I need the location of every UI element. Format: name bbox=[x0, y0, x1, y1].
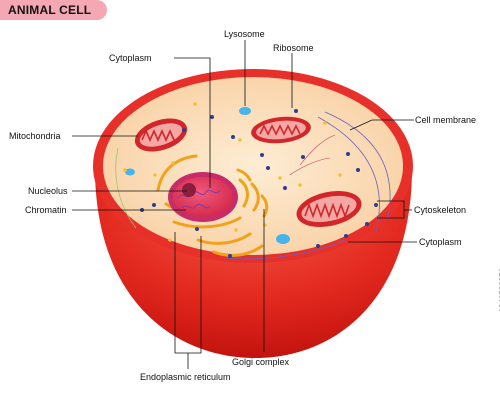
nucleus bbox=[168, 172, 238, 222]
mitochondrion-top bbox=[251, 116, 311, 144]
cytoskeleton-filament bbox=[225, 239, 346, 260]
chromatin bbox=[177, 189, 221, 209]
ribosomes bbox=[140, 109, 378, 258]
cytoskeleton-filament bbox=[317, 116, 380, 233]
lysosome bbox=[239, 107, 251, 115]
title-banner bbox=[0, 0, 107, 20]
lysosome bbox=[125, 168, 135, 176]
label-cytoplasm-right: Cytoplasm bbox=[419, 237, 462, 247]
mitochondrion-left bbox=[134, 118, 188, 152]
label-ribosome: Ribosome bbox=[273, 43, 314, 53]
cytoplasm-surface bbox=[103, 77, 403, 255]
mitochondrion-right bbox=[296, 191, 362, 227]
cytoskeleton-filament bbox=[115, 147, 137, 229]
label-nucleolus: Nucleolus bbox=[28, 186, 68, 196]
label-golgi-complex: Golgi complex bbox=[232, 357, 290, 367]
cytoskeleton-filament bbox=[289, 157, 331, 176]
label-chromatin: Chromatin bbox=[25, 205, 67, 215]
lysosome bbox=[276, 234, 290, 244]
cytoskeleton-filament bbox=[299, 134, 336, 166]
vesicles bbox=[123, 102, 342, 242]
label-cell-membrane: Cell membrane bbox=[415, 115, 477, 125]
label-endoplasmic-reticulum: Endoplasmic reticulum bbox=[140, 372, 231, 382]
label-lysosome: Lysosome bbox=[224, 29, 265, 39]
leader-lines bbox=[72, 40, 417, 369]
label-cytoskeleton: Cytoskeleton bbox=[414, 205, 467, 215]
nucleolus bbox=[182, 183, 196, 197]
label-cytoplasm-top: Cytoplasm bbox=[109, 53, 152, 63]
diagram-title: ANIMAL CELL bbox=[8, 3, 92, 17]
golgi-complex bbox=[236, 168, 269, 218]
label-mitochondria: Mitochondria bbox=[9, 131, 61, 141]
cytoskeleton-filament bbox=[324, 111, 391, 219]
